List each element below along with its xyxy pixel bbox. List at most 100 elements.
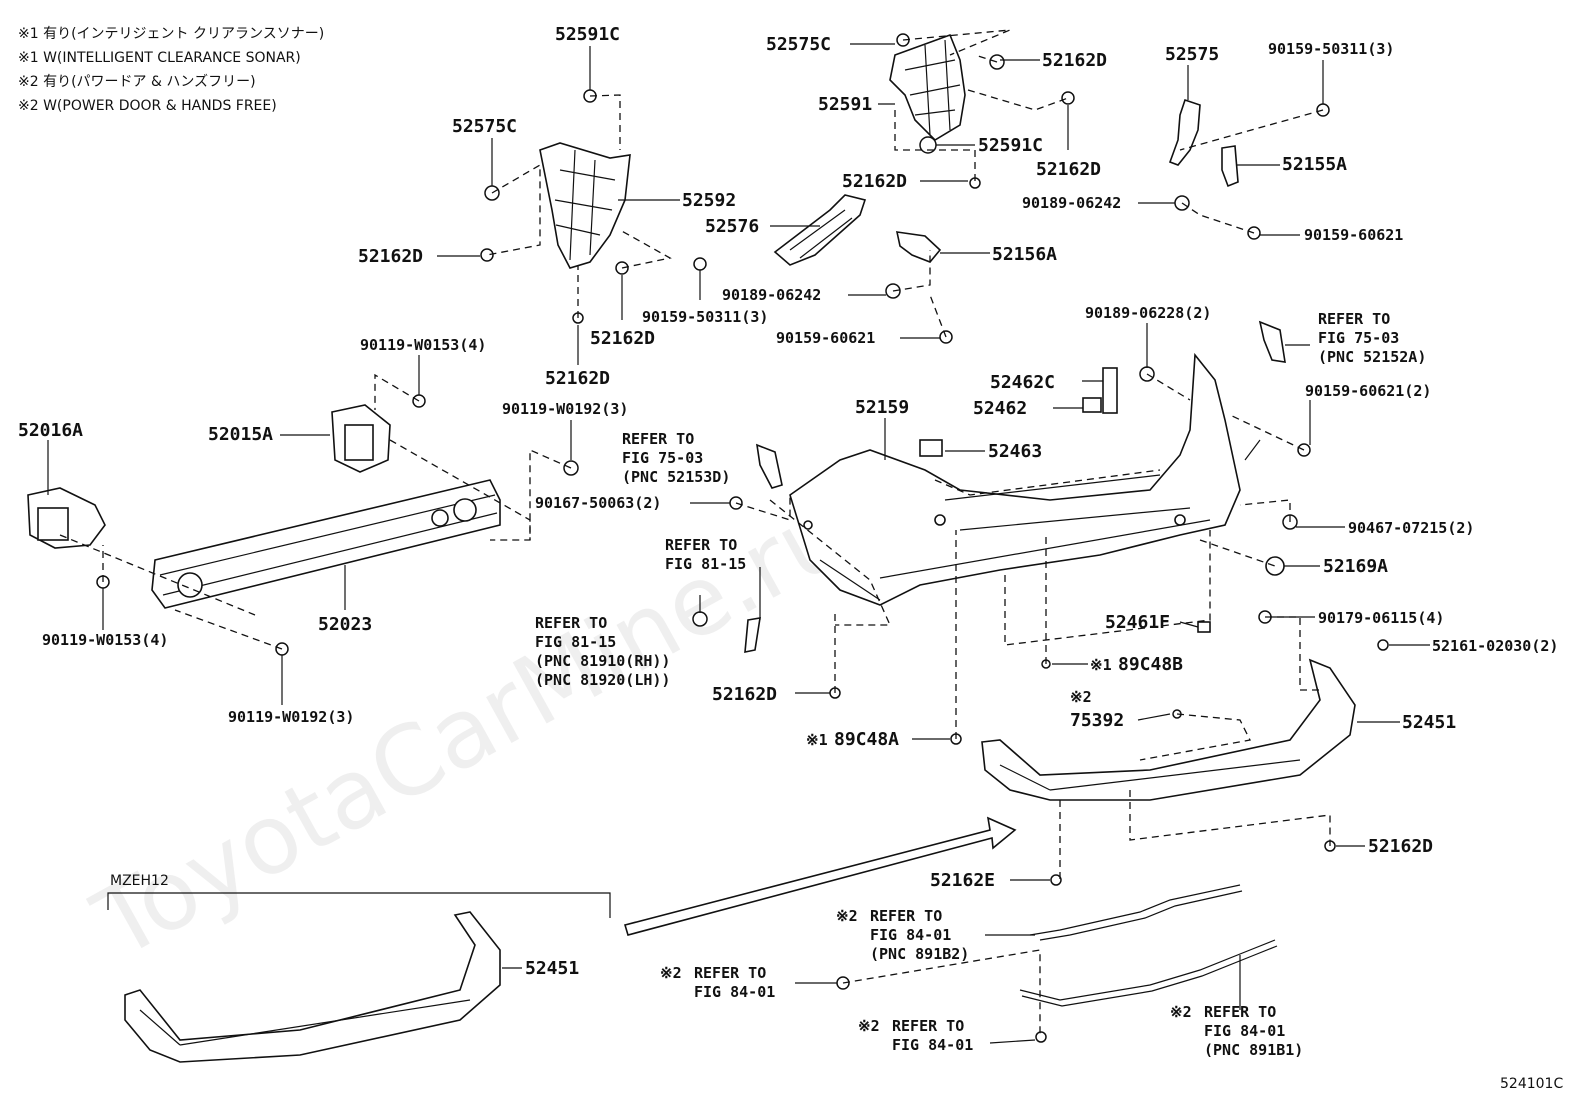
note-mark: ※2 (1170, 1003, 1192, 1021)
pad-52463-drawing (919, 439, 943, 457)
part-label: 52162D (590, 328, 655, 349)
part-label: 89C48B (1118, 654, 1183, 675)
note-marks: ※1 ※1 ※2 ※2 ※2 ※2 ※2 (660, 656, 1192, 1035)
refer-line: (PNC 891B2) (870, 945, 969, 963)
refer-81-15: REFER TO FIG 81-15 (665, 536, 746, 573)
clip-52461F-drawing (1197, 621, 1211, 633)
retainer-52591-drawing (889, 33, 966, 142)
part-label: 52451 (525, 958, 579, 979)
part-label: 52591 (818, 94, 872, 115)
part-label: 52161-02030(2) (1432, 637, 1558, 655)
refer-line: REFER TO (622, 430, 694, 448)
part-label: 52462C (990, 372, 1055, 393)
part-label: 90467-07215(2) (1348, 519, 1474, 537)
note-mark: ※2 (1070, 688, 1092, 706)
part-label: 90167-50063(2) (535, 494, 661, 512)
part-label: 90179-06115(4) (1318, 609, 1444, 627)
part-label: 90189-06242 (722, 286, 821, 304)
refer-line: REFER TO (665, 536, 737, 554)
note-mark: ※2 (660, 964, 682, 982)
refer-84-01-a: REFER TO FIG 84-01 (694, 964, 775, 1001)
refer-line: REFER TO (870, 907, 942, 925)
refer-line: FIG 84-01 (870, 926, 951, 944)
part-label: 52015A (208, 424, 273, 445)
refer-line: FIG 75-03 (1318, 329, 1399, 347)
note-mark: ※1 (806, 731, 828, 749)
part-label: 90159-60621 (776, 329, 875, 347)
refer-52152A: REFER TO FIG 75-03 (PNC 52152A) (1318, 310, 1426, 366)
part-label: 52461F (1105, 612, 1170, 633)
part-label: 52575C (766, 34, 831, 55)
refer-line: (PNC 81920(LH)) (535, 671, 670, 689)
mzeh12-bracket: MZEH12 (107, 873, 611, 918)
part-label: 52462 (973, 398, 1027, 419)
part-labels: 52591C 52575C 52592 52162D 52576 52162D … (18, 24, 1558, 979)
refer-line: (PNC 81910(RH)) (535, 652, 670, 670)
bracket-52155A-drawing (1221, 145, 1239, 188)
refer-line: FIG 84-01 (694, 983, 775, 1001)
mzeh12-label: MZEH12 (110, 873, 169, 889)
part-label: 52159 (855, 397, 909, 418)
reinforcement-52023-drawing (151, 479, 501, 609)
refer-line: REFER TO (1318, 310, 1390, 328)
part-label: 52162D (1042, 50, 1107, 71)
bracket-52575-drawing (1168, 98, 1201, 166)
note-mark: ※2 (836, 907, 858, 925)
refer-52153D: REFER TO FIG 75-03 (PNC 52153D) (622, 430, 730, 486)
part-label: 52162D (358, 246, 423, 267)
figure-code: 524101C (1500, 1076, 1563, 1092)
part-label: 52463 (988, 441, 1042, 462)
bracket-52016A-drawing (27, 487, 106, 549)
notes-block: ※1 有り(インテリジェント クリアランスソナー) ※1 W(INTELLIGE… (18, 26, 324, 114)
part-label: 90189-06228(2) (1085, 304, 1211, 322)
refer-line: REFER TO (1204, 1003, 1276, 1021)
part-label: 90159-60621 (1304, 226, 1403, 244)
harness-891B1-drawing (1019, 939, 1278, 1007)
refer-84-01-b: REFER TO FIG 84-01 (892, 1017, 973, 1054)
reflector-drawing (744, 617, 761, 653)
part-label: 52162E (930, 870, 995, 891)
refer-line: (PNC 52153D) (622, 468, 730, 486)
part-label: 52155A (1282, 154, 1347, 175)
lower-garnish-52451-drawing (981, 658, 1356, 801)
part-label: 52023 (318, 614, 372, 635)
bracket-52576-drawing (773, 194, 867, 266)
part-label: 52162D (842, 171, 907, 192)
note-mark: ※1 (1090, 656, 1112, 674)
note-line: ※2 有り(パワードア & ハンズフリー) (18, 74, 256, 90)
part-label: 52591C (978, 135, 1043, 156)
refer-line: FIG 81-15 (665, 555, 746, 573)
part-label: 52162D (545, 368, 610, 389)
bracket-52015A-drawing (331, 404, 391, 473)
part-label: 52169A (1323, 556, 1388, 577)
part-label: 90189-06242 (1022, 194, 1121, 212)
refer-line: REFER TO (694, 964, 766, 982)
part-label: 52591C (555, 24, 620, 45)
refer-line: FIG 81-15 (535, 633, 616, 651)
part-label: 52575C (452, 116, 517, 137)
part-label: 52162D (1368, 836, 1433, 857)
refer-line: REFER TO (892, 1017, 964, 1035)
part-label: 90159-60621(2) (1305, 382, 1431, 400)
part-label: 90119-W0153(4) (360, 336, 486, 354)
refer-line: FIG 84-01 (1204, 1022, 1285, 1040)
refer-line: (PNC 891B1) (1204, 1041, 1303, 1059)
part-label: 90119-W0192(3) (228, 708, 354, 726)
note-line: ※1 W(INTELLIGENT CLEARANCE SONAR) (18, 50, 301, 66)
part-label: 90159-50311(3) (642, 308, 768, 326)
refer-81910: REFER TO FIG 81-15 (PNC 81910(RH)) (PNC … (535, 614, 670, 689)
note-mark: ※2 (858, 1017, 880, 1035)
assembly-arrow (623, 816, 1017, 936)
part-label: 90119-W0192(3) (502, 400, 628, 418)
retainer-52592-drawing (539, 142, 631, 269)
part-label: 52016A (18, 420, 83, 441)
pad-52462-drawing (1082, 397, 1102, 413)
refer-line: (PNC 52152A) (1318, 348, 1426, 366)
part-label: 52451 (1402, 712, 1456, 733)
part-label: 52575 (1165, 44, 1219, 65)
part-label: 90119-W0153(4) (42, 631, 168, 649)
cap-52169A-drawing (1265, 556, 1285, 576)
lower-garnish-52451-mzeh12-drawing (124, 911, 501, 1063)
bracket-52156A-drawing (895, 231, 942, 263)
pad-52462C-drawing (1102, 367, 1118, 414)
